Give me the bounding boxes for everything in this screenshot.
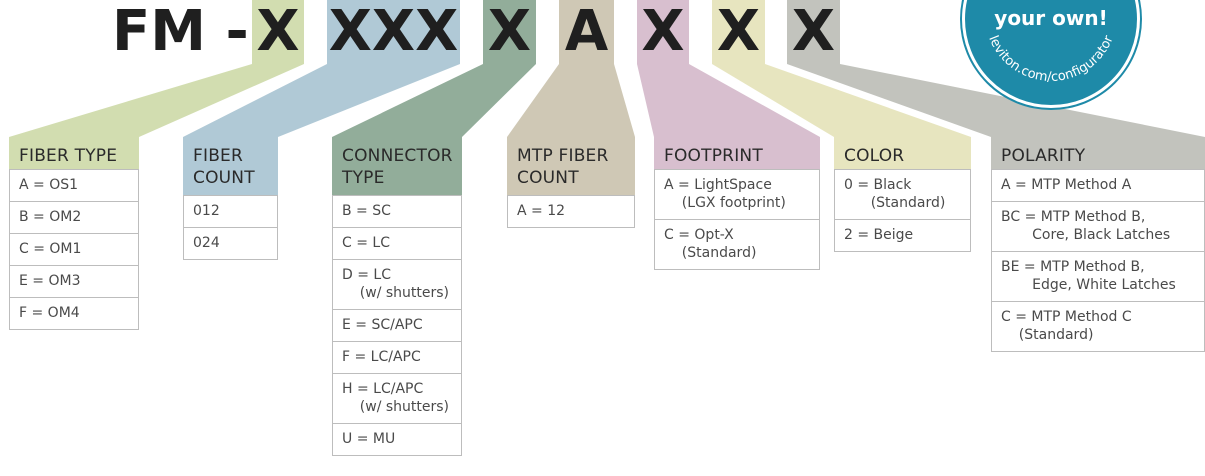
band-mtp-fiber-count bbox=[507, 64, 635, 137]
heading-line: CONNECTOR bbox=[342, 146, 453, 166]
option-polarity: C = MTP Method C (Standard) bbox=[991, 302, 1205, 352]
heading-line: FIBER TYPE bbox=[19, 146, 118, 166]
column-heading-footprint: FOOTPRINT bbox=[654, 137, 820, 169]
code-segment-fiber-count: XXX bbox=[327, 0, 460, 64]
option-text: B = OM2 bbox=[19, 209, 82, 225]
option-text: Edge, White Latches bbox=[1001, 277, 1176, 293]
code-segment-connector-type: X bbox=[483, 0, 536, 64]
band-color bbox=[712, 64, 971, 137]
option-text: (Standard) bbox=[1001, 327, 1094, 343]
option-text: A = MTP Method A bbox=[1001, 177, 1132, 193]
option-connector-type: H = LC/APC (w/ shutters) bbox=[332, 374, 462, 424]
code-segment-fiber-type: X bbox=[252, 0, 304, 64]
band-connector-type bbox=[332, 64, 536, 137]
option-text: C = OM1 bbox=[19, 241, 82, 257]
part-number-prefix: FM - bbox=[112, 0, 249, 64]
column-polarity: POLARITY A = MTP Method A BC = MTP Method … bbox=[991, 137, 1205, 352]
option-text: (w/ shutters) bbox=[342, 399, 450, 415]
option-polarity: A = MTP Method A bbox=[991, 169, 1205, 202]
option-text: BE = MTP Method B, bbox=[1001, 259, 1145, 275]
option-text: (Standard) bbox=[844, 195, 946, 211]
code-segment-mtp-fiber-count: A bbox=[559, 0, 614, 64]
option-connector-type: C = LC bbox=[332, 228, 462, 260]
option-text: A = OS1 bbox=[19, 177, 79, 193]
option-connector-type: U = MU bbox=[332, 424, 462, 456]
code-segment-polarity: X bbox=[787, 0, 840, 64]
option-text: B = SC bbox=[342, 203, 391, 219]
option-connector-type: B = SC bbox=[332, 195, 462, 228]
option-connector-type: F = LC/APC bbox=[332, 342, 462, 374]
column-heading-fiber-type: FIBER TYPE bbox=[9, 137, 139, 169]
option-polarity: BE = MTP Method B, Edge, White Latches bbox=[991, 252, 1205, 302]
option-color: 0 = Black (Standard) bbox=[834, 169, 971, 220]
heading-line: MTP FIBER bbox=[517, 146, 609, 166]
badge-main-text: your own! bbox=[994, 6, 1108, 30]
option-fiber-type: B = OM2 bbox=[9, 202, 139, 234]
option-text: A = 12 bbox=[517, 203, 566, 219]
badge-arc-text: leviton.com/configurator bbox=[985, 33, 1117, 85]
option-fiber-type: F = OM4 bbox=[9, 298, 139, 330]
option-text: 0 = Black bbox=[844, 177, 912, 193]
band-fiber-count bbox=[183, 64, 460, 137]
option-text: F = OM4 bbox=[19, 305, 80, 321]
heading-line: COUNT bbox=[193, 168, 255, 188]
column-heading-polarity: POLARITY bbox=[991, 137, 1205, 169]
column-heading-color: COLOR bbox=[834, 137, 971, 169]
heading-line: FOOTPRINT bbox=[664, 146, 763, 166]
option-text: (LGX footprint) bbox=[664, 195, 786, 211]
option-text: C = Opt-X bbox=[664, 227, 734, 243]
option-text: 024 bbox=[193, 235, 220, 251]
option-fiber-type: C = OM1 bbox=[9, 234, 139, 266]
option-text: H = LC/APC bbox=[342, 381, 424, 397]
option-text: E = OM3 bbox=[19, 273, 81, 289]
option-text: 012 bbox=[193, 203, 220, 219]
option-text: U = MU bbox=[342, 431, 396, 447]
option-footprint: C = Opt-X (Standard) bbox=[654, 220, 820, 270]
option-color: 2 = Beige bbox=[834, 220, 971, 252]
option-fiber-type: E = OM3 bbox=[9, 266, 139, 298]
option-fiber-type: A = OS1 bbox=[9, 169, 139, 202]
option-connector-type: E = SC/APC bbox=[332, 310, 462, 342]
option-text: C = LC bbox=[342, 235, 390, 251]
option-mtp-fiber-count: A = 12 bbox=[507, 195, 635, 228]
option-fiber-count: 012 bbox=[183, 195, 278, 228]
option-connector-type: D = LC (w/ shutters) bbox=[332, 260, 462, 310]
band-polarity bbox=[787, 64, 1205, 137]
code-segment-color: X bbox=[712, 0, 765, 64]
heading-line: TYPE bbox=[342, 168, 385, 188]
option-text: A = LightSpace bbox=[664, 177, 772, 193]
band-fiber-type bbox=[9, 64, 304, 137]
heading-line: COUNT bbox=[517, 168, 579, 188]
option-text: C = MTP Method C bbox=[1001, 309, 1132, 325]
option-text: F = LC/APC bbox=[342, 349, 421, 365]
option-text: (w/ shutters) bbox=[342, 285, 450, 301]
column-color: COLOR 0 = Black (Standard) 2 = Beige bbox=[834, 137, 971, 252]
badge-arc: leviton.com/configurator bbox=[985, 33, 1117, 85]
option-text: D = LC bbox=[342, 267, 391, 283]
option-fiber-count: 024 bbox=[183, 228, 278, 260]
option-text: Core, Black Latches bbox=[1001, 227, 1171, 243]
heading-line: FIBER bbox=[193, 146, 244, 166]
band-footprint bbox=[637, 64, 820, 137]
option-polarity: BC = MTP Method B, Core, Black Latches bbox=[991, 202, 1205, 252]
code-segment-footprint: X bbox=[637, 0, 689, 64]
column-fiber-type: FIBER TYPE A = OS1 B = OM2 C = OM1 E = OM3 F … bbox=[9, 137, 139, 330]
option-text: E = SC/APC bbox=[342, 317, 423, 333]
configurator-badge: your own! leviton.com/configurator bbox=[962, 0, 1140, 108]
option-text: 2 = Beige bbox=[844, 227, 914, 243]
option-footprint: A = LightSpace (LGX footprint) bbox=[654, 169, 820, 220]
heading-line: COLOR bbox=[844, 146, 905, 166]
option-text: (Standard) bbox=[664, 245, 757, 261]
option-text: BC = MTP Method B, bbox=[1001, 209, 1146, 225]
heading-line: POLARITY bbox=[1001, 146, 1086, 166]
